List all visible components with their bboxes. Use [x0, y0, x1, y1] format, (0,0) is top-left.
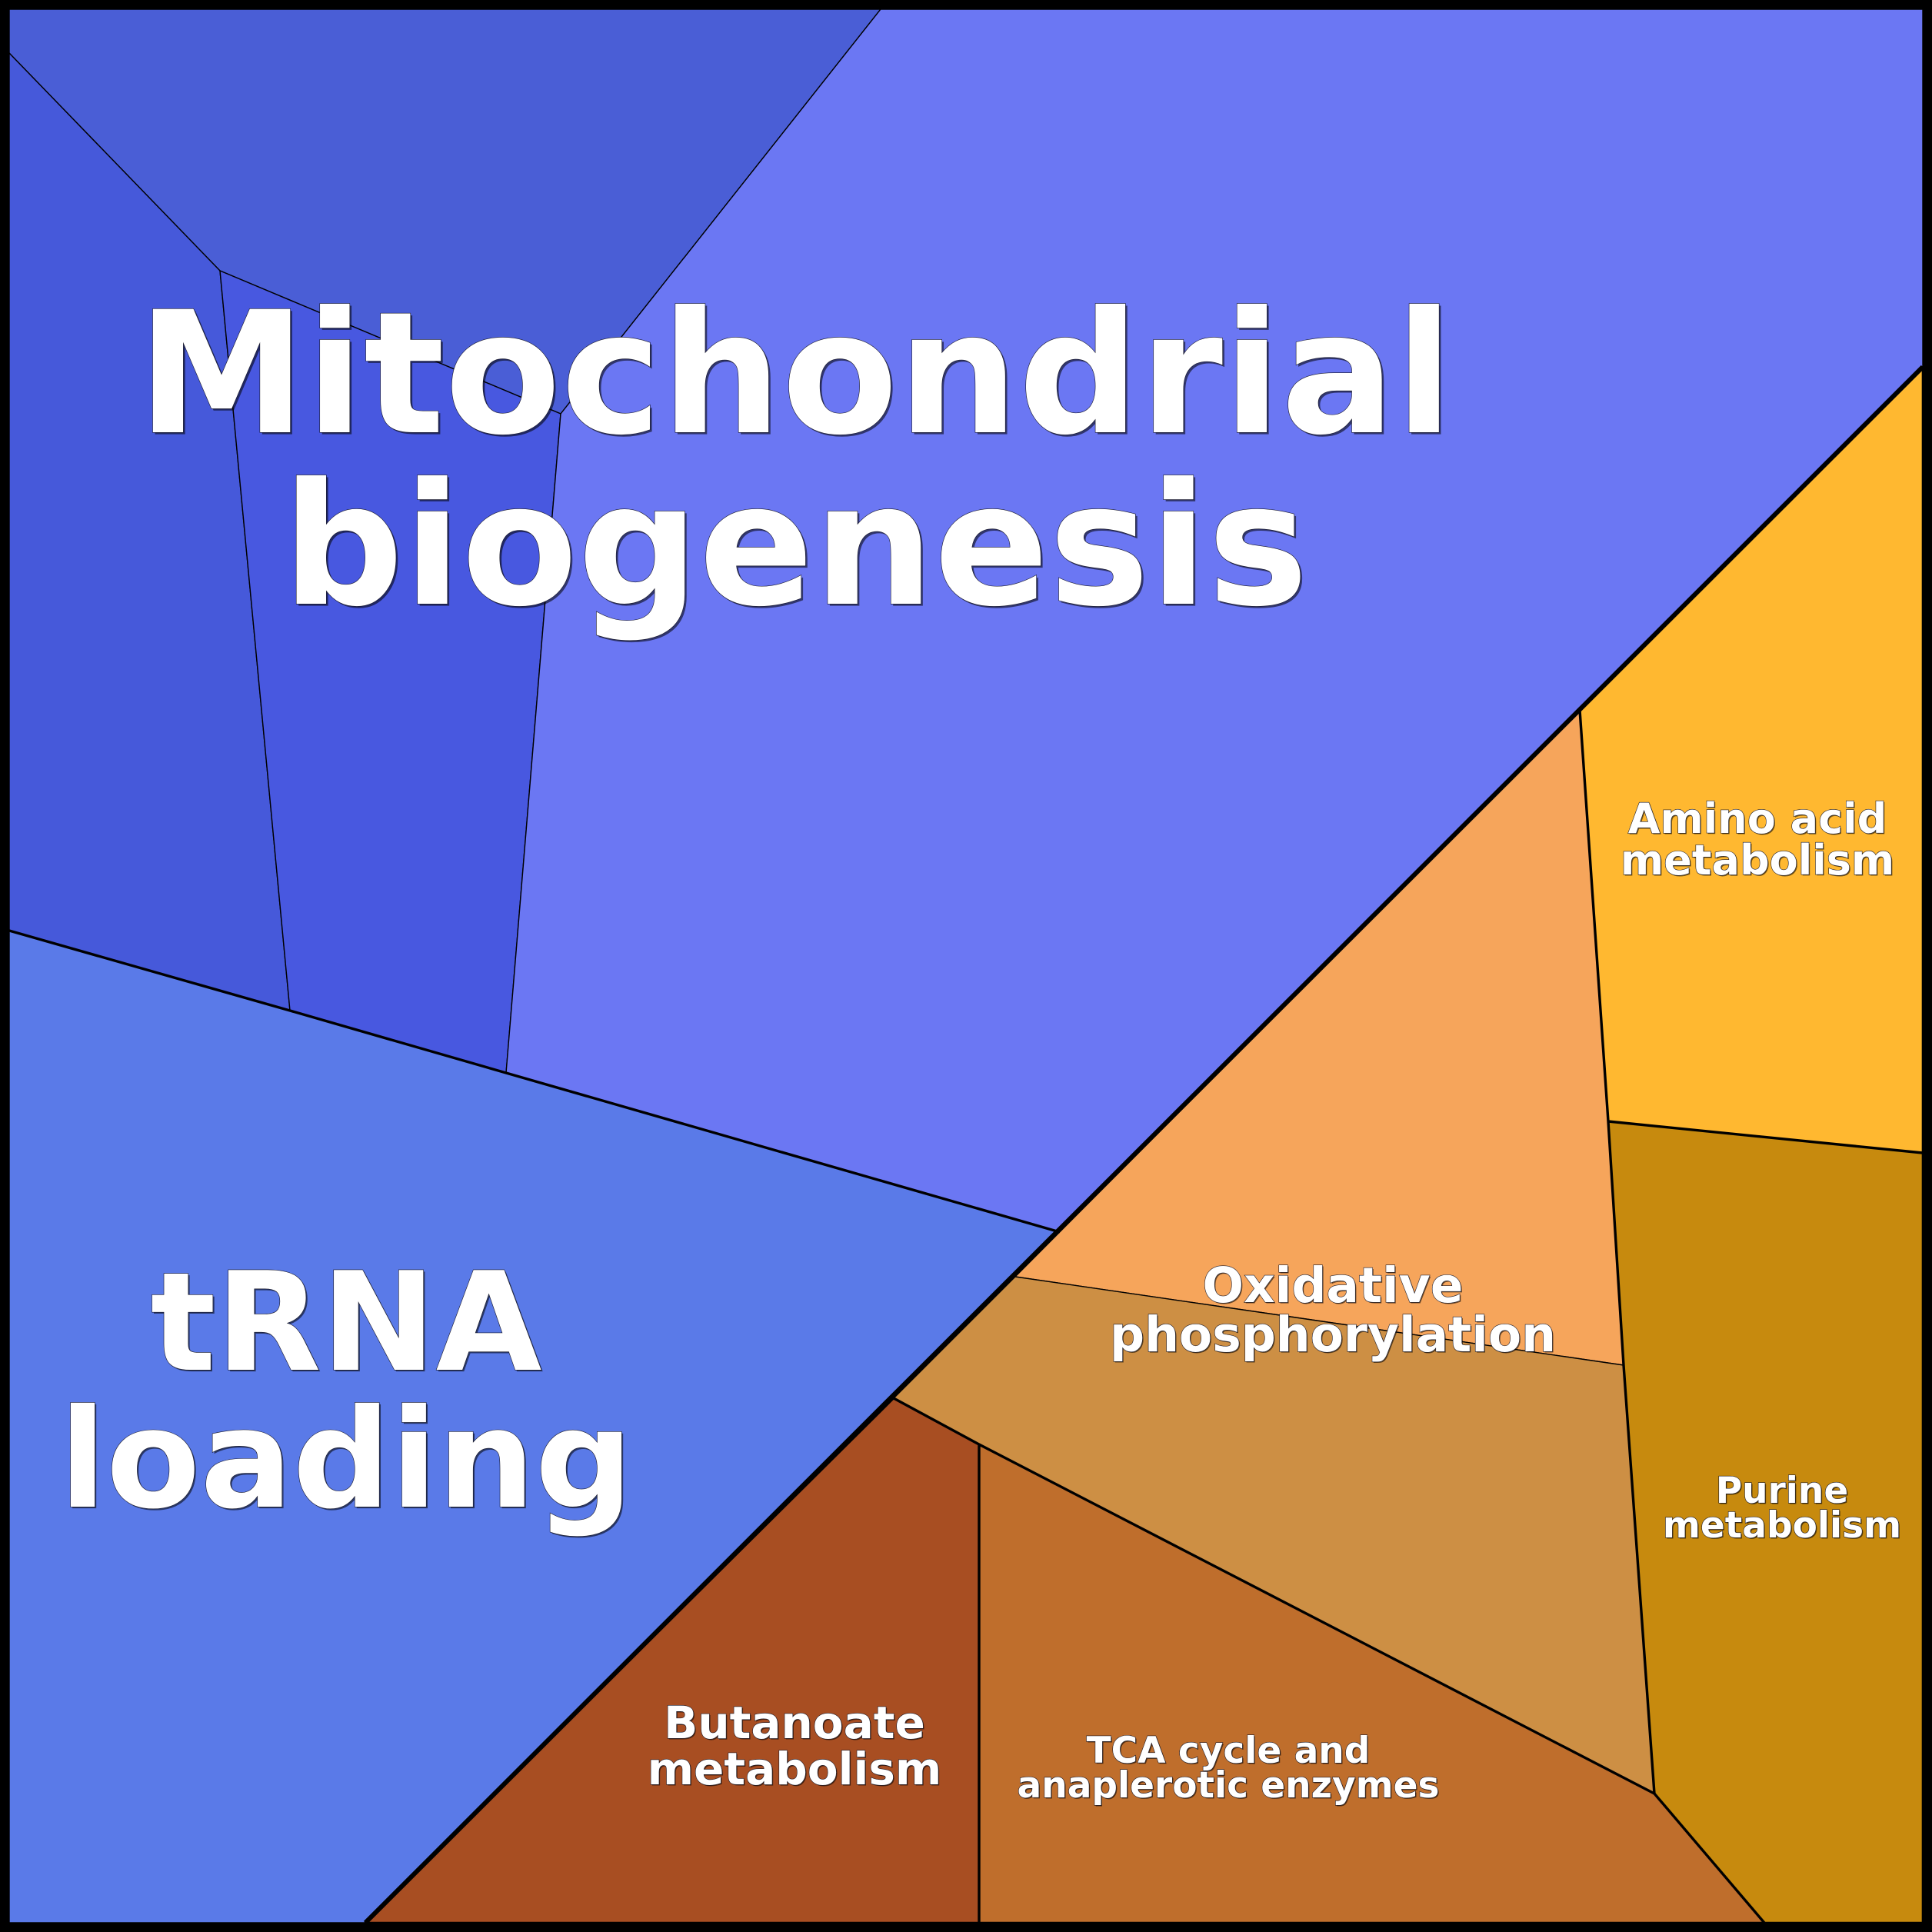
- cells-layer: [8, 8, 1924, 1924]
- group-label-mitochondrial-biogenesis-line-1: Mitochondrial: [138, 275, 1454, 472]
- cell-label-butanoate-shadow-line-1: Butanoate: [665, 1698, 927, 1750]
- cell-label-tca-shadow-line-1: TCA cycle and: [1088, 1731, 1371, 1774]
- cell-label-purine-line-2: metabolism: [1663, 1504, 1901, 1547]
- cell-label-oxphos-line-2: phosphorylation: [1110, 1307, 1556, 1363]
- group-label-mitochondrial-biogenesis-line-2: biogenesis: [282, 447, 1308, 644]
- labels-layer: MitochondrialMitochondrialbiogenesisbiog…: [58, 275, 1902, 1808]
- cell-label-tca-line-2: anaplerotic enzymes: [1018, 1764, 1440, 1807]
- cell-label-purine-shadow-line-2: metabolism: [1664, 1506, 1902, 1548]
- group-label-mitochondrial-biogenesis: MitochondrialMitochondrialbiogenesisbiog…: [137, 275, 1455, 646]
- amino-purine-boundary: [1607, 1120, 1924, 1154]
- cell-label-purine-shadow-line-1: Purine: [1717, 1471, 1850, 1514]
- group-label-mitochondrial-biogenesis-shadow-line-2: biogenesis: [285, 449, 1311, 646]
- mito-trna-boundary: [8, 929, 1061, 1234]
- cell-label-amino-acid-line-2: metabolism: [1621, 836, 1894, 884]
- cell-label-oxphos: OxidativeOxidativephosphorylationphospho…: [1109, 1257, 1557, 1364]
- boundaries-layer: [8, 365, 1925, 1925]
- group-label-trna-loading-shadow-line-2: loading: [61, 1381, 635, 1541]
- group-label-mitochondrial-biogenesis-shadow-line-1: Mitochondrial: [139, 278, 1455, 475]
- cell-label-amino-acid-shadow-line-1: Amino acid: [1629, 796, 1888, 844]
- cell-label-purine-line-1: Purine: [1716, 1470, 1849, 1512]
- supergroup-diagonal: [363, 365, 1925, 1925]
- cell-label-amino-acid-shadow-line-2: metabolism: [1621, 838, 1895, 886]
- group-label-trna-loading-line-1: tRNA: [151, 1243, 542, 1402]
- cell-label-oxphos-shadow-line-1: Oxidative: [1204, 1259, 1464, 1315]
- cell-label-tca-line-1: TCA cycle and: [1087, 1730, 1371, 1772]
- cell-label-oxphos-line-1: Oxidative: [1203, 1257, 1464, 1314]
- cell-label-tca-shadow-line-2: anaplerotic enzymes: [1018, 1766, 1441, 1808]
- group-label-trna-loading-shadow-line-1: tRNA: [152, 1244, 544, 1404]
- cell-label-butanoate-shadow-line-2: metabolism: [648, 1744, 943, 1797]
- cell-label-amino-acid-line-1: Amino acid: [1628, 794, 1887, 843]
- cell-label-butanoate-line-2: metabolism: [648, 1743, 942, 1795]
- cell-label-butanoate-line-1: Butanoate: [664, 1697, 925, 1749]
- cell-label-oxphos-shadow-line-2: phosphorylation: [1111, 1308, 1557, 1364]
- amino-oxphos-boundary: [1578, 709, 1766, 1924]
- group-label-trna-loading-line-2: loading: [59, 1380, 633, 1539]
